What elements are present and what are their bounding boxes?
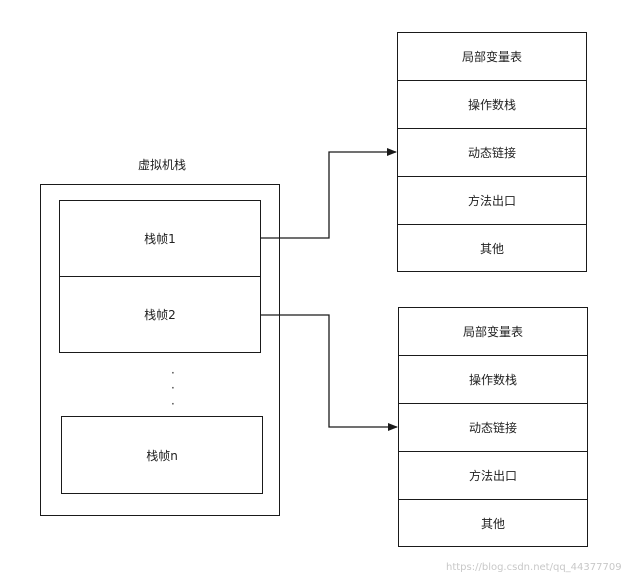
watermark-text: https://blog.csdn.net/qq_44377709 — [446, 562, 622, 573]
ellipsis-dot-2: · — [171, 381, 175, 395]
stack-frame-n-label: 栈帧n — [146, 448, 178, 463]
ellipsis-dot-1: · — [171, 366, 175, 380]
row-label: 动态链接 — [467, 146, 516, 160]
method-exit-row: 方法出口 — [398, 451, 588, 500]
row-label: 动态链接 — [468, 421, 517, 435]
row-label: 方法出口 — [467, 194, 516, 208]
row-label: 方法出口 — [468, 469, 517, 483]
local-variable-table-row: 局部变量表 — [398, 307, 588, 356]
dynamic-linking-row: 动态链接 — [397, 128, 587, 177]
arrow-frame2-to-table2 — [261, 314, 398, 431]
operand-stack-row: 操作数栈 — [397, 80, 587, 129]
local-variable-table-row: 局部变量表 — [397, 32, 587, 81]
stack-frame-2-label: 栈帧2 — [144, 308, 176, 322]
jvm-stack-title: 虚拟机栈 — [137, 158, 186, 172]
method-exit-row: 方法出口 — [397, 176, 587, 225]
operand-stack-row: 操作数栈 — [398, 355, 588, 404]
stack-frame-n[interactable]: 栈帧n — [61, 416, 263, 494]
other-row: 其他 — [397, 224, 587, 272]
arrow-frame1-to-table1 — [261, 148, 397, 239]
ellipsis-dot-3: · — [171, 397, 175, 411]
row-label: 局部变量表 — [462, 325, 523, 339]
dynamic-linking-row: 动态链接 — [398, 403, 588, 452]
row-label: 其他 — [479, 241, 504, 256]
row-label: 其他 — [480, 516, 505, 531]
stack-frame-2[interactable]: 栈帧2 — [59, 276, 261, 353]
row-label: 操作数栈 — [468, 373, 517, 387]
row-label: 局部变量表 — [461, 50, 522, 64]
stack-frame-1[interactable]: 栈帧1 — [59, 200, 261, 277]
stack-frame-1-label: 栈帧1 — [144, 232, 176, 246]
row-label: 操作数栈 — [467, 98, 516, 112]
other-row: 其他 — [398, 499, 588, 547]
